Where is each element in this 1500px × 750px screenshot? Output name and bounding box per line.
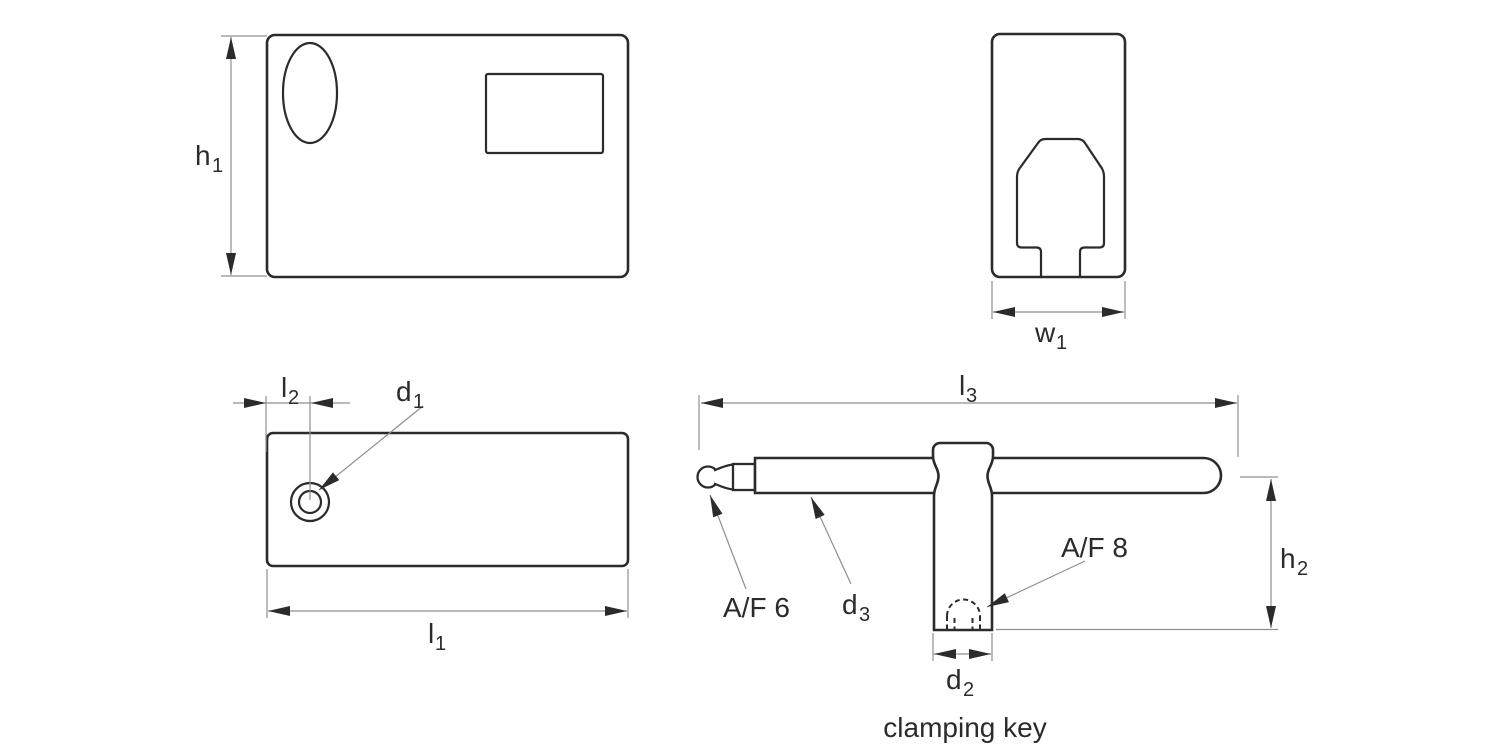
d3-label-subscript: 3 (859, 604, 870, 626)
l2-label-subscript: 2 (288, 387, 299, 409)
keyhole-profile (1015, 137, 1106, 277)
af6-leader-line (709, 494, 747, 590)
h2-dimension: h 2 (996, 476, 1308, 631)
d2-label: d (946, 664, 962, 695)
ball-neck-bottom-edge (713, 482, 734, 491)
clamping-key-view: l 3 A/F 6 d 3 (696, 370, 1308, 701)
d2-label-subscript: 2 (963, 679, 974, 701)
h1-dimension: h 1 (195, 35, 267, 277)
h2-label: h (1280, 543, 1296, 574)
l2-dimension: l 2 (233, 372, 350, 500)
l3-dimension: l 3 (698, 370, 1239, 457)
d3-label: d (842, 589, 858, 620)
af8-callout: A/F 8 (986, 532, 1128, 608)
front-view-body-outline (265, 33, 630, 279)
d1-label: d (396, 376, 412, 407)
d1-label-subscript: 1 (413, 391, 424, 413)
af8-leader-line (986, 560, 1086, 608)
l1-dimension: l 1 (266, 569, 629, 655)
rectangular-pocket (484, 72, 605, 155)
w1-label: w (1034, 317, 1056, 348)
w1-dimension: w 1 (991, 281, 1126, 354)
l2-label: l (281, 372, 287, 403)
d2-dimension: d 2 (932, 633, 993, 701)
front-view: h 1 (195, 33, 630, 279)
h2-label-subscript: 2 (1297, 558, 1308, 580)
l3-label-subscript: 3 (966, 385, 977, 407)
w1-label-subscript: 1 (1056, 332, 1067, 354)
d1-callout: d 1 (318, 376, 424, 491)
socket-body (931, 441, 995, 632)
d1-leader-line (318, 405, 424, 491)
ball-shoulder (731, 462, 757, 492)
d3-callout: d 3 (810, 496, 870, 626)
top-view-body-outline (265, 431, 630, 568)
af6-callout: A/F 6 (709, 494, 790, 623)
side-view: w 1 (990, 32, 1127, 354)
h1-label-subscript: 1 (212, 155, 223, 177)
ball-neck-top-edge (713, 463, 734, 472)
top-view: l 2 d 1 l 1 (233, 372, 630, 655)
l1-label-subscript: 1 (435, 633, 446, 655)
hex-socket-arc (946, 598, 981, 617)
h1-label: h (195, 140, 211, 171)
af6-label: A/F 6 (723, 592, 790, 623)
hidden-hex-socket (946, 598, 981, 629)
af8-label: A/F 8 (1061, 532, 1128, 563)
d3-leader-line (810, 496, 852, 585)
side-view-body-outline (990, 32, 1127, 279)
l3-label: l (959, 370, 965, 401)
l1-label: l (428, 618, 434, 649)
ball-neck-fill (714, 464, 733, 490)
oval-hole (281, 41, 339, 145)
drawing-caption: clamping key (883, 712, 1046, 743)
